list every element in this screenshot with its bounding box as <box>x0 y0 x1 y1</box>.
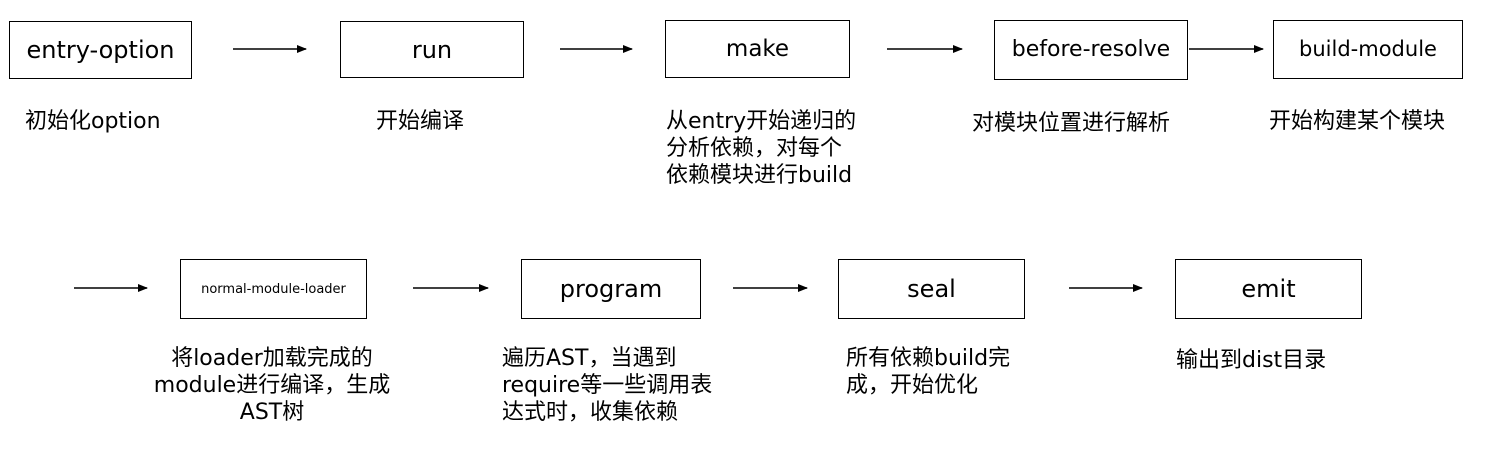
node-normal-module-loader: normal-module-loader <box>180 259 367 319</box>
node-label: normal-module-loader <box>201 281 346 297</box>
node-label: before-resolve <box>1011 37 1171 62</box>
node-label: entry-option <box>26 36 175 64</box>
node-description-seal: 所有依赖build完 成，开始优化 <box>846 346 1011 398</box>
node-label: build-module <box>1299 37 1437 61</box>
node-description-run: 开始编译 <box>376 109 465 134</box>
node-description-make: 从entry开始递归的 分析依赖，对每个 依赖模块进行build <box>666 109 857 188</box>
node-seal: seal <box>838 259 1025 319</box>
node-make: make <box>665 20 850 78</box>
node-label: program <box>559 275 663 303</box>
node-description-program: 遍历AST，当遇到 require等一些调用表 达式时，收集依赖 <box>502 346 713 425</box>
node-label: seal <box>907 275 956 303</box>
node-description-before-resolve: 对模块位置进行解析 <box>972 111 1171 136</box>
node-emit: emit <box>1175 259 1362 319</box>
node-description-emit: 输出到dist目录 <box>1176 348 1327 373</box>
node-description-normal-module-loader: 将loader加载完成的 module进行编译，生成 AST树 <box>153 346 391 425</box>
node-description-entry-option: 初始化option <box>25 109 161 134</box>
node-label: emit <box>1241 275 1296 303</box>
node-before-resolve: before-resolve <box>994 20 1188 80</box>
node-entry-option: entry-option <box>9 21 192 79</box>
node-build-module: build-module <box>1273 20 1463 79</box>
node-run: run <box>340 21 524 78</box>
node-description-build-module: 开始构建某个模块 <box>1269 109 1446 134</box>
node-label: make <box>725 35 790 62</box>
node-program: program <box>521 259 701 319</box>
node-label: run <box>411 35 453 64</box>
